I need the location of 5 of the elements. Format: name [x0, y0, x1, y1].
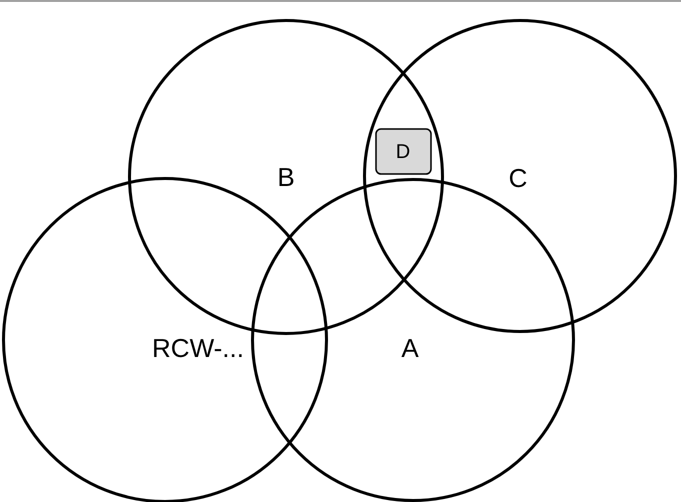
set-label: B — [277, 164, 295, 190]
region-label: D — [396, 142, 410, 162]
set-label: A — [401, 335, 419, 361]
set-label: RCW-... — [152, 335, 244, 361]
set-label: C — [508, 165, 528, 191]
